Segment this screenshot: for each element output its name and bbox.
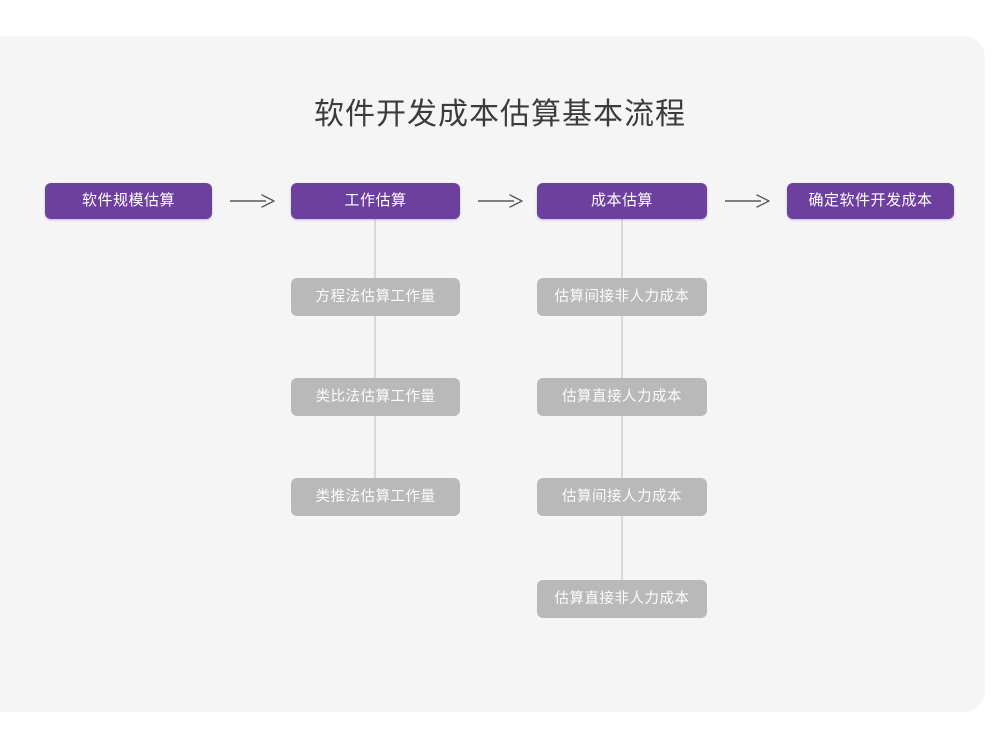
flow-arrow-icon: [229, 191, 275, 211]
flow-arrow-icon: [477, 191, 523, 211]
flow-node-secondary[interactable]: 类推法估算工作量: [291, 478, 460, 516]
flow-node-secondary[interactable]: 估算直接人力成本: [537, 378, 707, 416]
flow-node-primary[interactable]: 确定软件开发成本: [787, 183, 954, 219]
flow-arrow-icon: [724, 191, 770, 211]
connector-line: [374, 219, 376, 497]
flow-node-primary[interactable]: 软件规模估算: [45, 183, 212, 219]
flow-node-secondary[interactable]: 估算间接人力成本: [537, 478, 707, 516]
flow-node-primary[interactable]: 工作估算: [291, 183, 460, 219]
page-title: 软件开发成本估算基本流程: [314, 98, 686, 131]
flow-node-secondary[interactable]: 估算间接非人力成本: [537, 278, 707, 316]
flow-node-secondary[interactable]: 方程法估算工作量: [291, 278, 460, 316]
flow-node-secondary[interactable]: 估算直接非人力成本: [537, 580, 707, 618]
flow-node-primary[interactable]: 成本估算: [537, 183, 707, 219]
flow-node-secondary[interactable]: 类比法估算工作量: [291, 378, 460, 416]
content-card: [0, 36, 985, 712]
